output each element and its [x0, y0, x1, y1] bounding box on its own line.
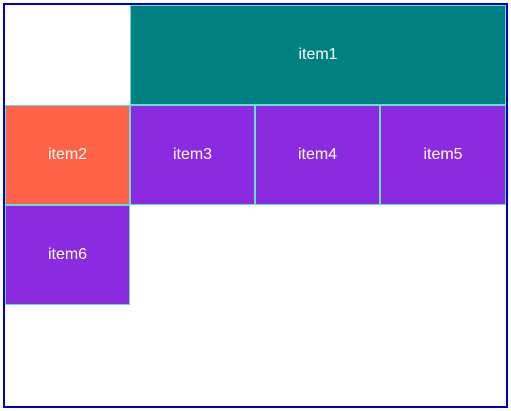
grid-item-5: item5	[380, 105, 506, 205]
grid-item-label: item4	[297, 146, 338, 163]
grid-container: item1 item2 item3 item4 item5 item6	[3, 3, 508, 408]
grid-item-1: item1	[130, 5, 506, 105]
grid-item-label: item2	[47, 146, 88, 163]
grid-item-label: item3	[172, 146, 213, 163]
grid-item-4: item4	[255, 105, 380, 205]
grid-item-3: item3	[130, 105, 255, 205]
grid-layout: item1 item2 item3 item4 item5 item6	[5, 5, 506, 406]
grid-item-6: item6	[5, 205, 130, 305]
grid-item-label: item6	[47, 246, 88, 263]
grid-item-label: item1	[298, 46, 338, 63]
grid-item-2: item2	[5, 105, 130, 205]
grid-item-label: item5	[423, 146, 463, 163]
